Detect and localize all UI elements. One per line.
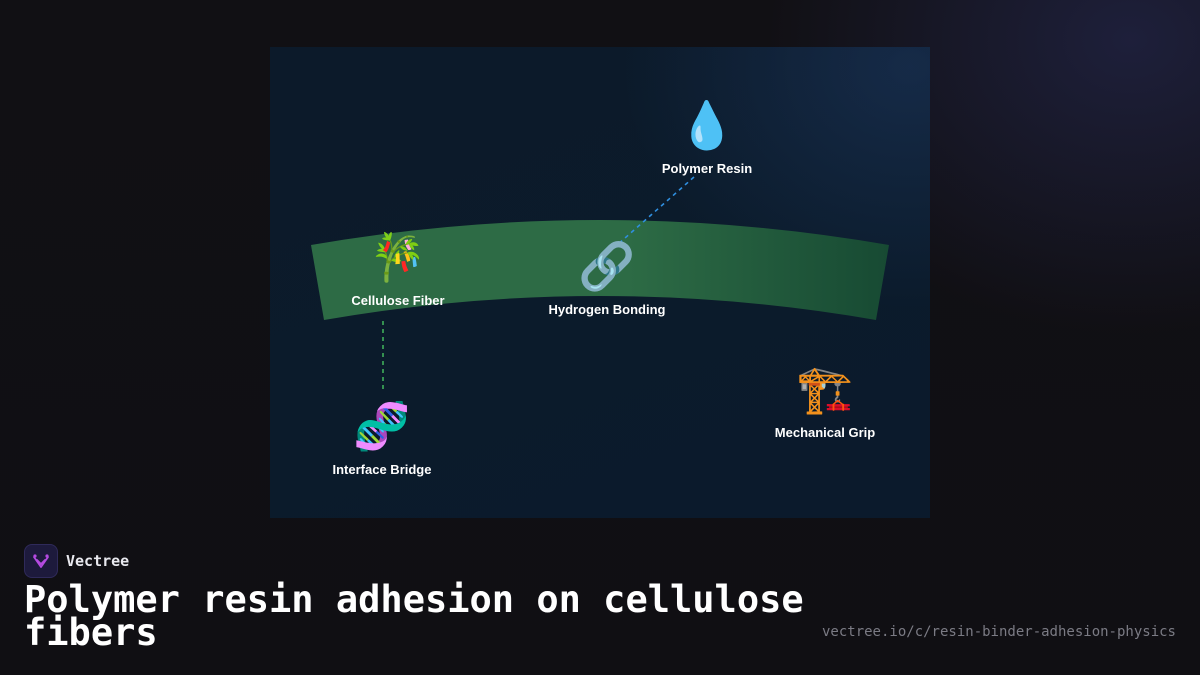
source-url: vectree.io/c/resin-binder-adhesion-physi… (821, 624, 1176, 640)
node-interface-bridge: 🧬 Interface Bridge (282, 398, 482, 477)
node-polymer-resin: 💧 Polymer Resin (607, 97, 807, 176)
node-mechanical-grip: 🏗️ Mechanical Grip (725, 361, 925, 440)
node-cellulose-fiber: 🎋 Cellulose Fiber (298, 229, 498, 308)
vectree-logo-mark (33, 554, 49, 568)
node-label: Interface Bridge (332, 462, 432, 477)
diagram-canvas (311, 176, 889, 392)
crane-icon: 🏗️ (796, 362, 854, 416)
bamboo-icon: 🎋 (369, 230, 427, 284)
brand: Vectree (24, 544, 129, 578)
vectree-logo-icon (24, 544, 58, 578)
link-icon: 🔗 (578, 239, 636, 293)
brand-name: Vectree (66, 552, 130, 570)
node-label: Polymer Resin (661, 161, 753, 176)
droplet-icon: 💧 (678, 98, 736, 152)
node-hydrogen-bonding: 🔗 Hydrogen Bonding (507, 238, 707, 317)
page-title: Polymer resin adhesion on cellulose fibe… (24, 578, 804, 654)
node-label: Hydrogen Bonding (548, 302, 666, 317)
node-label: Cellulose Fiber (351, 293, 445, 308)
diagram-panel: 💧 Polymer Resin 🎋 Cellulose Fiber 🔗 Hydr… (270, 47, 930, 518)
cellulose-fiber-band (311, 220, 889, 320)
node-label: Mechanical Grip (774, 425, 876, 440)
connector-resin-to-hydrogen-bond (615, 176, 695, 247)
dna-icon: 🧬 (353, 399, 411, 453)
